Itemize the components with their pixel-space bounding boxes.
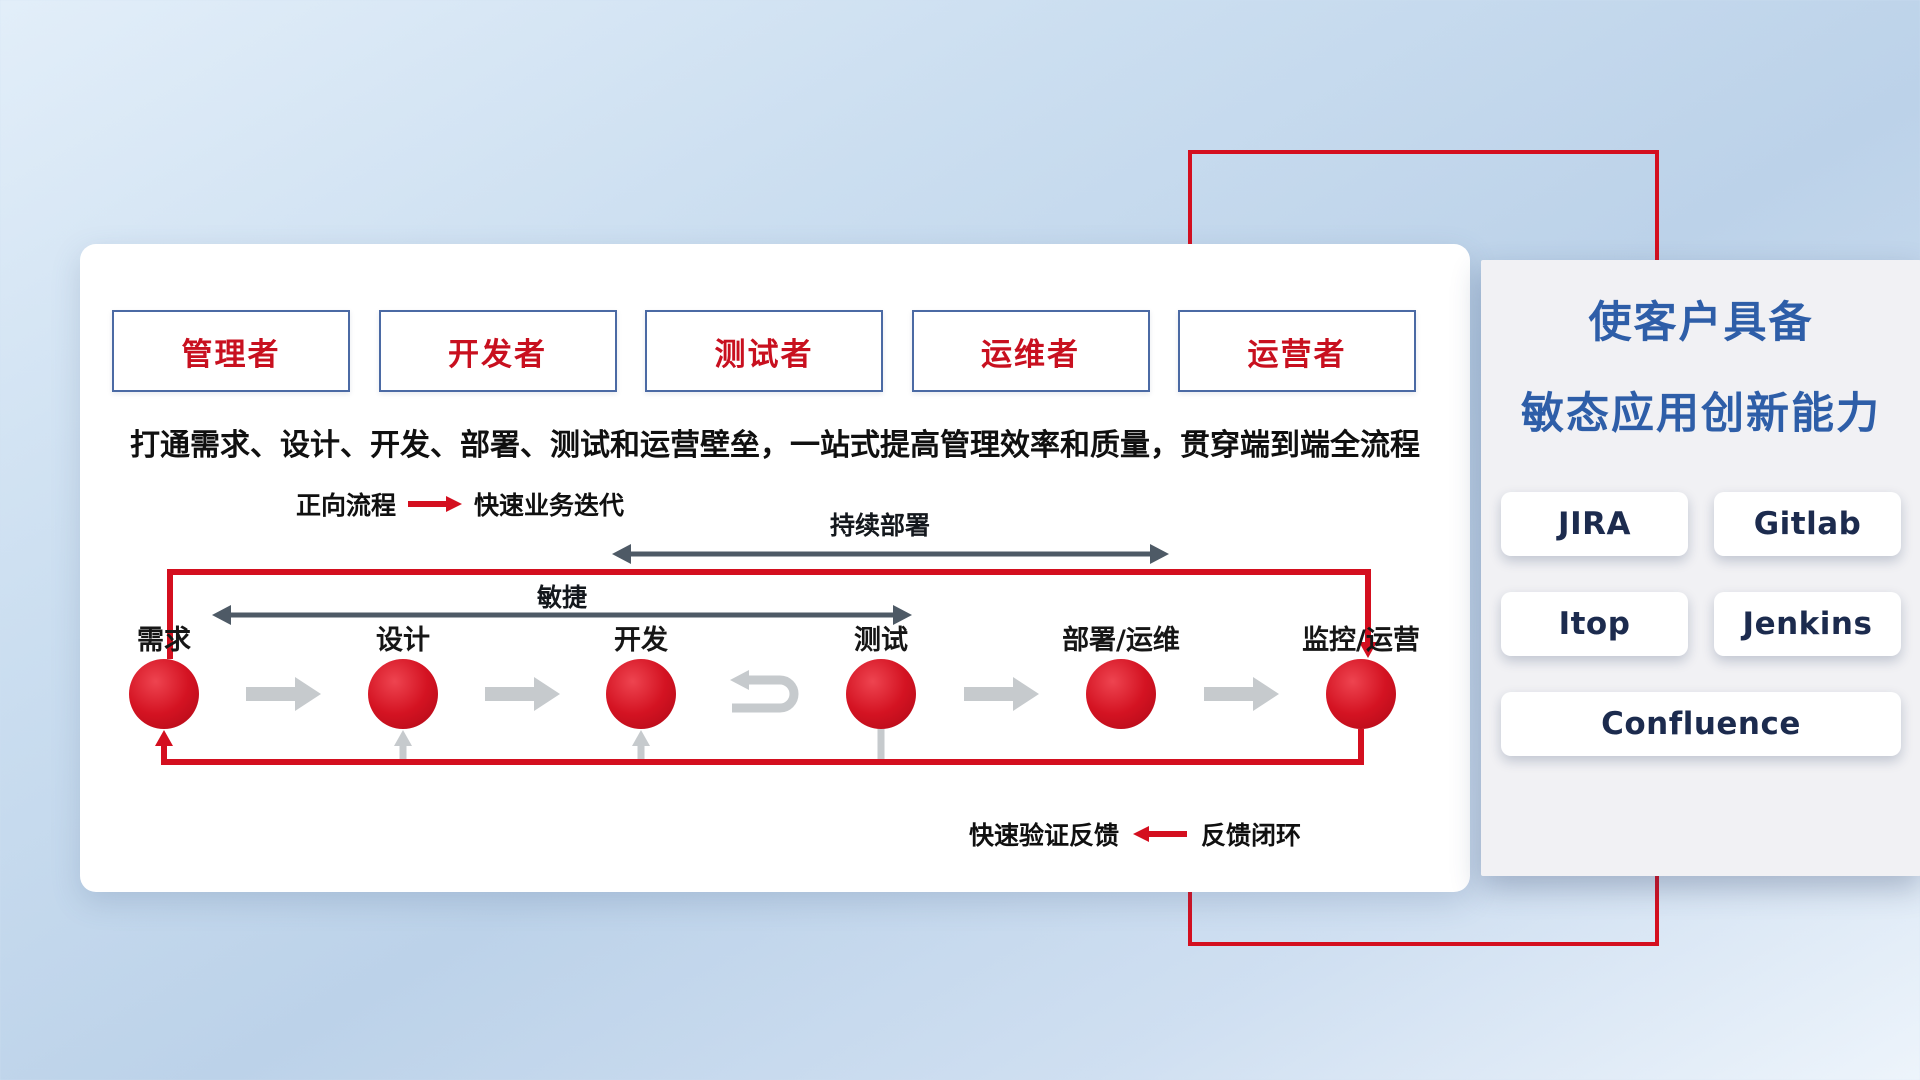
panel-description: 打通需求、设计、开发、部署、测试和运营壁垒，一站式提高管理效率和质量，贯穿端到端… bbox=[130, 428, 1420, 463]
roles-row: 管理者 开发者 测试者 运维者 运营者 bbox=[112, 310, 1416, 392]
node-label-monitor-ops: 监控/运营 bbox=[1302, 625, 1420, 656]
role-manager: 管理者 bbox=[112, 310, 350, 392]
forward-arrow-icon bbox=[408, 496, 463, 512]
node-circle-testing bbox=[846, 659, 916, 729]
continuous-deploy-arrow bbox=[612, 544, 1169, 564]
devops-flow-panel: 管理者 开发者 测试者 运维者 运营者 打通需求、设计、开发、部署、测试和运营壁… bbox=[80, 244, 1470, 892]
iteration-loop-icon bbox=[730, 670, 799, 713]
side-panel-title-line1: 使客户具备 bbox=[1588, 298, 1814, 348]
feedback-branches bbox=[394, 729, 885, 762]
flow-diagram bbox=[129, 544, 1396, 765]
role-developer: 开发者 bbox=[378, 310, 617, 392]
node-circle-monitor-ops bbox=[1326, 659, 1396, 729]
legend-feedback: 快速验证反馈 反馈闭环 bbox=[969, 816, 1301, 852]
node-circle-design bbox=[368, 659, 438, 729]
tool-itop: Itop bbox=[1501, 592, 1688, 656]
side-panel-title-line2: 敏态应用创新能力 bbox=[1521, 389, 1881, 439]
legend-feedback-label: 快速验证反馈 bbox=[969, 821, 1120, 850]
legend-feedback-value: 反馈闭环 bbox=[1201, 821, 1302, 850]
legend-forward-value: 快速业务迭代 bbox=[474, 491, 625, 520]
agile-arrow bbox=[212, 605, 912, 625]
legend-forward: 正向流程 快速业务迭代 bbox=[296, 486, 624, 522]
agile-label: 敏捷 bbox=[536, 583, 587, 612]
node-label-development: 开发 bbox=[614, 625, 668, 656]
node-circle-deploy-ops bbox=[1086, 659, 1156, 729]
role-operator: 运营者 bbox=[1178, 310, 1416, 392]
feedback-arrow-icon bbox=[1133, 826, 1188, 842]
stage-circles bbox=[129, 659, 1396, 729]
capability-panel: 使客户具备 敏态应用创新能力 JIRA Gitlab Itop Jenkins … bbox=[1481, 260, 1920, 876]
tool-jira: JIRA bbox=[1501, 492, 1688, 556]
red-forward-loop bbox=[167, 569, 1377, 659]
node-circle-requirements bbox=[129, 659, 199, 729]
node-circle-development bbox=[606, 659, 676, 729]
continuous-deploy-label: 持续部署 bbox=[829, 511, 930, 540]
flow-step-arrows bbox=[246, 677, 1279, 711]
node-label-testing: 测试 bbox=[854, 625, 908, 656]
red-feedback-loop bbox=[155, 729, 1364, 765]
legend-forward-label: 正向流程 bbox=[296, 491, 397, 520]
tool-jenkins: Jenkins bbox=[1714, 592, 1901, 656]
tools-grid: JIRA Gitlab Itop Jenkins Confluence bbox=[1501, 492, 1901, 756]
node-label-requirements: 需求 bbox=[137, 625, 191, 656]
tool-gitlab: Gitlab bbox=[1714, 492, 1901, 556]
node-label-deploy-ops: 部署/运维 bbox=[1062, 625, 1180, 656]
tool-confluence: Confluence bbox=[1501, 692, 1901, 756]
node-label-design: 设计 bbox=[376, 625, 430, 656]
role-tester: 测试者 bbox=[645, 310, 883, 392]
role-ops: 运维者 bbox=[911, 310, 1150, 392]
